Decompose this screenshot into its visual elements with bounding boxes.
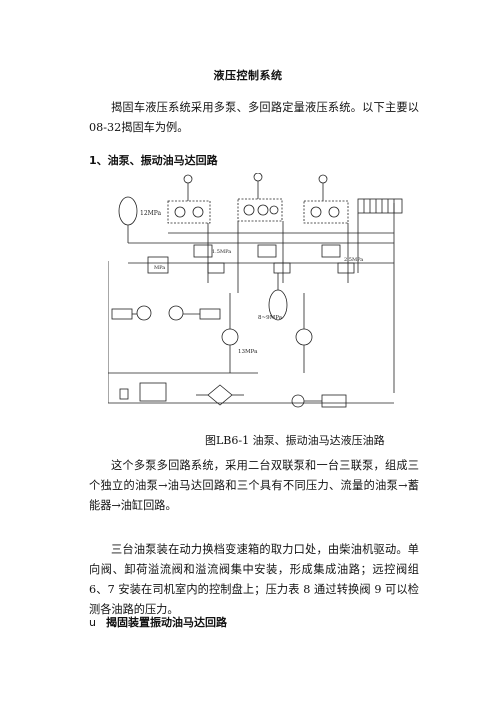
relief-valves: MPa 1.5MPa 2.5MPa [147, 244, 363, 274]
paragraph-2: 三台油泵装在动力换档变速箱的取力口处，由柴油机驱动。单向阀、卸荷溢流阀和溢流阀集… [89, 543, 419, 616]
accumulator-pressure-label: 12MPa [140, 210, 162, 217]
accumulator2-pressure-label: 8~9MPa [258, 315, 283, 321]
accumulator-middle: 8~9MPa [258, 273, 288, 321]
gauge-group [291, 394, 347, 408]
mpa-label-3: 2.5MPa [344, 257, 363, 263]
bullet-marker: u [89, 616, 96, 629]
hydraulic-circuit-diagram: 12MPa [108, 173, 403, 408]
pump-group-top [167, 173, 349, 224]
intro-paragraph: 揭固车液压系统采用多泵、多回路定量液压系统。以下主要以08-32揭固车为例。 [89, 101, 419, 134]
section-heading-2: u 揭固装置振动油马达回路 [89, 614, 227, 630]
mpa-label-1: MPa [154, 265, 165, 271]
mpa-label-2: 1.5MPa [212, 249, 231, 255]
figure-caption: 图LB6-1 油泵、振动油马达液压油路 [205, 434, 385, 447]
accumulator-left: 12MPa [118, 196, 162, 243]
pressure-label: 13MPa [238, 349, 258, 355]
filter-group [119, 382, 244, 406]
page-title: 液压控制系统 [213, 69, 283, 82]
paragraph-1: 这个多泵多回路系统，采用二台双联泵和一台三联泵，组成三个独立的油泵→油马达回路和… [89, 459, 419, 512]
section-heading-1: 1、油泵、振动油马达回路 [89, 154, 218, 167]
section-heading-2-text: 揭固装置振动油马达回路 [105, 616, 227, 629]
valve-bank-right [357, 198, 403, 273]
manifold-lines [108, 203, 395, 404]
motor-circuit: 13MPa [111, 293, 313, 373]
